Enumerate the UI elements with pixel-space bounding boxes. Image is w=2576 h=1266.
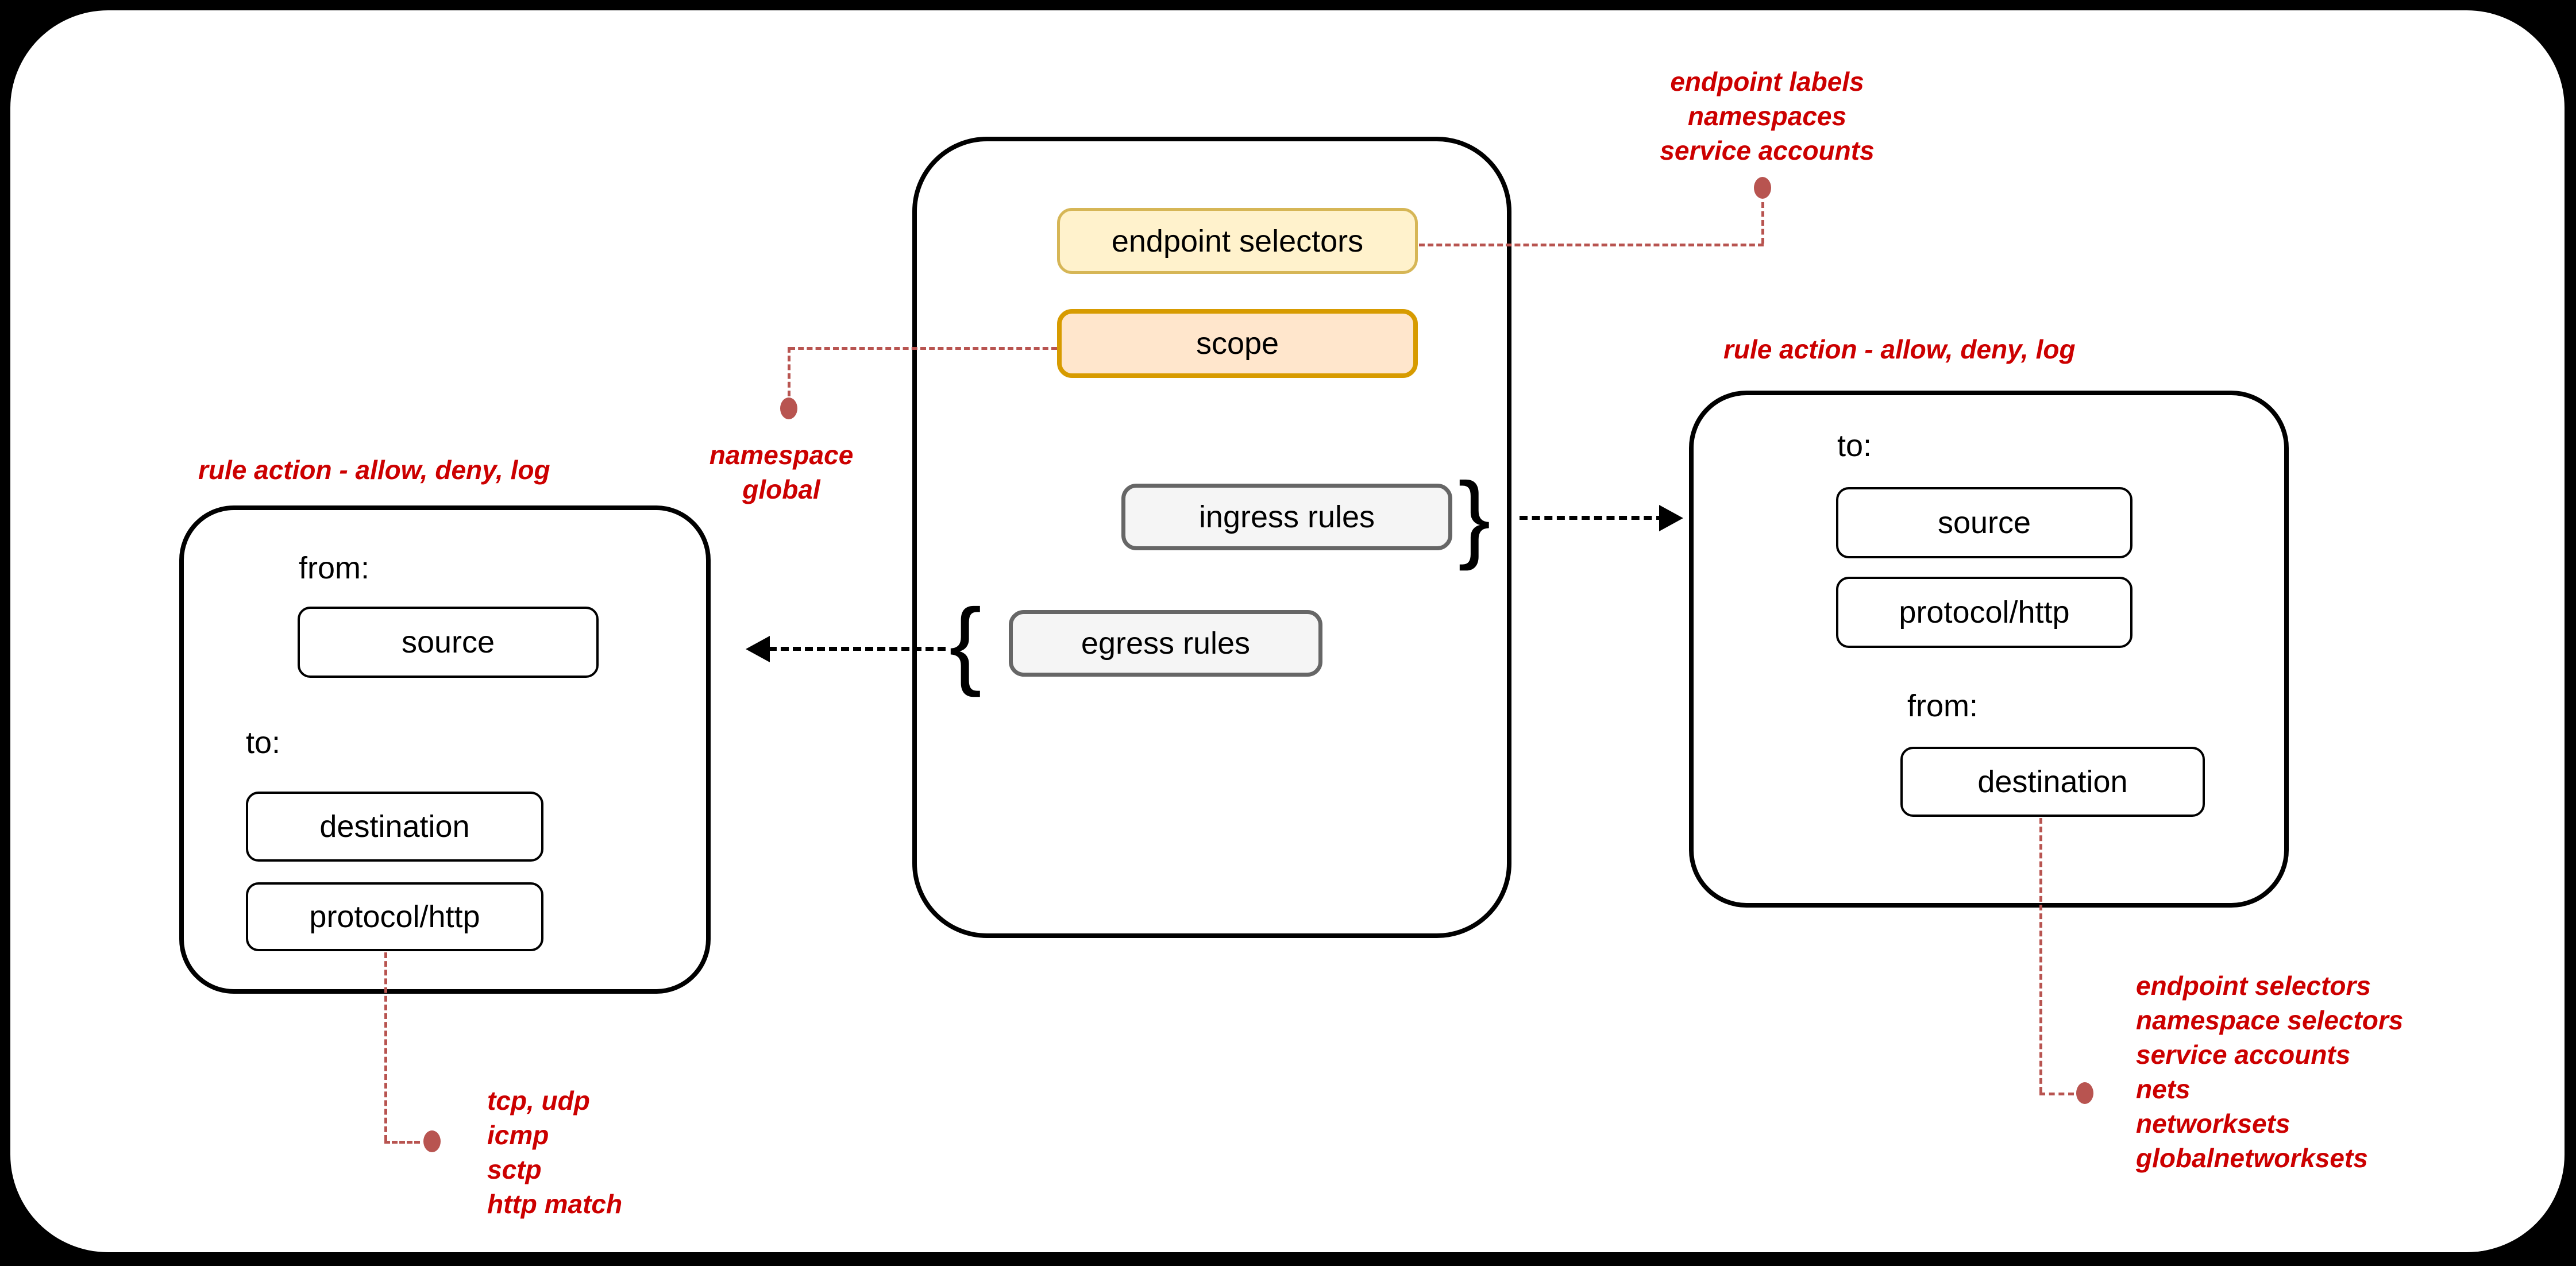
right-protocol-label: protocol/http: [1899, 595, 2070, 630]
ingress-arrow-line: [1520, 516, 1664, 520]
scope-label: scope: [1196, 326, 1279, 361]
right-rule-title: rule action - allow, deny, log: [1723, 334, 2076, 364]
right-rule-box: [1689, 391, 2289, 908]
endpoint-selectors-connector-h: [1419, 244, 1764, 246]
right-source-box: source: [1836, 487, 2132, 558]
destination-right-connector-h: [2039, 1093, 2074, 1095]
endpoint-selectors-connector-v: [1761, 202, 1764, 244]
egress-arrow-line: [769, 647, 946, 651]
egress-rules-box: egress rules: [1009, 610, 1322, 677]
right-from-label: from:: [1907, 689, 1979, 723]
endpoint-selectors-connector-dot: [1754, 177, 1771, 199]
endpoint-selectors-label: endpoint selectors: [1111, 223, 1364, 258]
destination-right-connector-dot: [2076, 1082, 2093, 1104]
endpoint-selectors-box: endpoint selectors: [1057, 208, 1418, 274]
left-protocol-box: protocol/http: [246, 882, 543, 951]
ingress-rules-box: ingress rules: [1121, 484, 1452, 550]
scope-connector-h: [789, 347, 1057, 350]
scope-connector-v: [788, 347, 790, 396]
protocol-left-note: tcp, udp icmp sctp http match: [487, 1086, 623, 1219]
scope-note: namespace global: [709, 440, 854, 504]
destination-right-note: endpoint selectors namespace selectors s…: [2136, 971, 2404, 1173]
right-protocol-box: protocol/http: [1836, 577, 2132, 648]
left-source-box: source: [298, 607, 599, 678]
left-destination-label: destination: [319, 809, 470, 844]
egress-brace: {: [949, 589, 982, 698]
protocol-left-connector-h: [384, 1141, 420, 1144]
right-destination-label: destination: [1977, 765, 2128, 799]
left-protocol-label: protocol/http: [309, 900, 480, 934]
ingress-arrowhead-icon: [1659, 505, 1683, 531]
left-from-label: from:: [299, 551, 370, 585]
scope-connector-dot: [780, 397, 797, 419]
left-rule-title: rule action - allow, deny, log: [198, 455, 550, 485]
destination-right-connector-v: [2039, 818, 2042, 1093]
right-destination-box: destination: [1900, 747, 2205, 817]
right-source-label: source: [1937, 505, 2031, 540]
scope-box: scope: [1057, 309, 1418, 378]
left-to-label: to:: [246, 725, 281, 760]
endpoint-selectors-note: endpoint labels namespaces service accou…: [1660, 67, 1875, 165]
ingress-brace: }: [1458, 462, 1491, 572]
left-source-label: source: [401, 625, 495, 659]
left-destination-box: destination: [246, 792, 543, 862]
protocol-left-connector-dot: [423, 1130, 441, 1152]
ingress-rules-label: ingress rules: [1198, 500, 1375, 534]
egress-rules-label: egress rules: [1081, 626, 1251, 661]
protocol-left-connector-v: [384, 952, 387, 1141]
egress-arrowhead-icon: [746, 636, 770, 662]
right-to-label: to:: [1837, 429, 1872, 463]
